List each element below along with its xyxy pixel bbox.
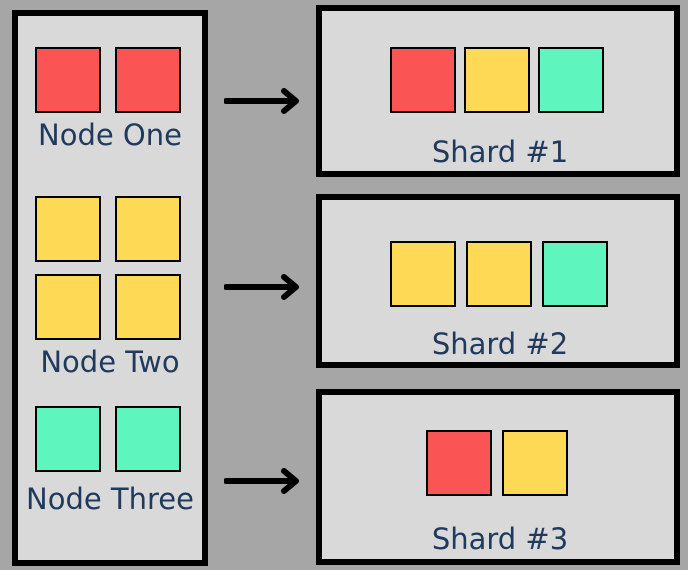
node-two-block-4: [115, 274, 181, 340]
shard-1-label: Shard #1: [431, 135, 569, 169]
shard-1-block-1: [390, 47, 456, 113]
shard-3-block-1: [426, 430, 492, 496]
node-two-block-2: [115, 196, 181, 262]
shard-3-panel: [316, 389, 680, 565]
node-one-block-1: [35, 47, 101, 113]
shard-1-block-3: [538, 47, 604, 113]
node-two-block-3: [35, 274, 101, 340]
node-two-label: Node Two: [40, 345, 180, 379]
node-one-block-2: [115, 47, 181, 113]
node-two-block-1: [35, 196, 101, 262]
shard-3-block-2: [502, 430, 568, 496]
arrow-to-shard-2: [224, 274, 299, 300]
node-three-block-2: [115, 406, 181, 472]
node-three-block-1: [35, 406, 101, 472]
shard-3-label: Shard #3: [431, 522, 569, 556]
shard-2-label: Shard #2: [431, 327, 569, 361]
shard-2-block-1: [390, 241, 456, 307]
arrow-to-shard-3: [224, 468, 299, 494]
node-one-label: Node One: [38, 118, 182, 152]
shard-2-block-2: [466, 241, 532, 307]
arrow-to-shard-1: [224, 88, 299, 114]
shard-2-block-3: [542, 241, 608, 307]
node-three-label: Node Three: [26, 482, 194, 516]
shard-1-block-2: [464, 47, 530, 113]
